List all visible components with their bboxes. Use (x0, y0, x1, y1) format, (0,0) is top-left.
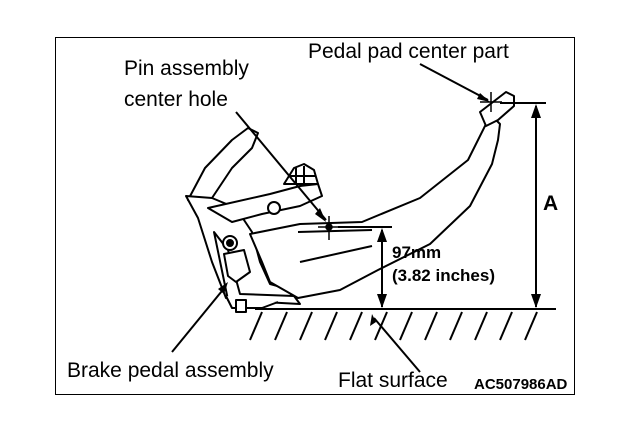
pin-assembly-label-line1: Pin assembly (124, 57, 249, 80)
figure-frame (55, 37, 575, 395)
flat-surface-label: Flat surface (338, 369, 448, 392)
center-markers (318, 92, 502, 240)
dimension-inches-label: (3.82 inches) (392, 266, 495, 285)
dimension-lines (338, 102, 546, 307)
leader-arrowheads (218, 93, 490, 326)
pedal-arm (249, 91, 515, 299)
brake-pedal-assembly-label: Brake pedal assembly (67, 359, 274, 382)
flat-surface-floor (249, 308, 556, 341)
leader-lines (171, 63, 489, 373)
dimension-97mm-label: 97mm (392, 243, 442, 262)
pin-assembly-label-line2: center hole (124, 88, 228, 111)
figure-code: AC507986AD (474, 376, 568, 393)
dimension-a-label: A (543, 192, 559, 215)
pedal-pad-center-label: Pedal pad center part (308, 40, 509, 63)
dimension-arrowheads (377, 104, 541, 308)
